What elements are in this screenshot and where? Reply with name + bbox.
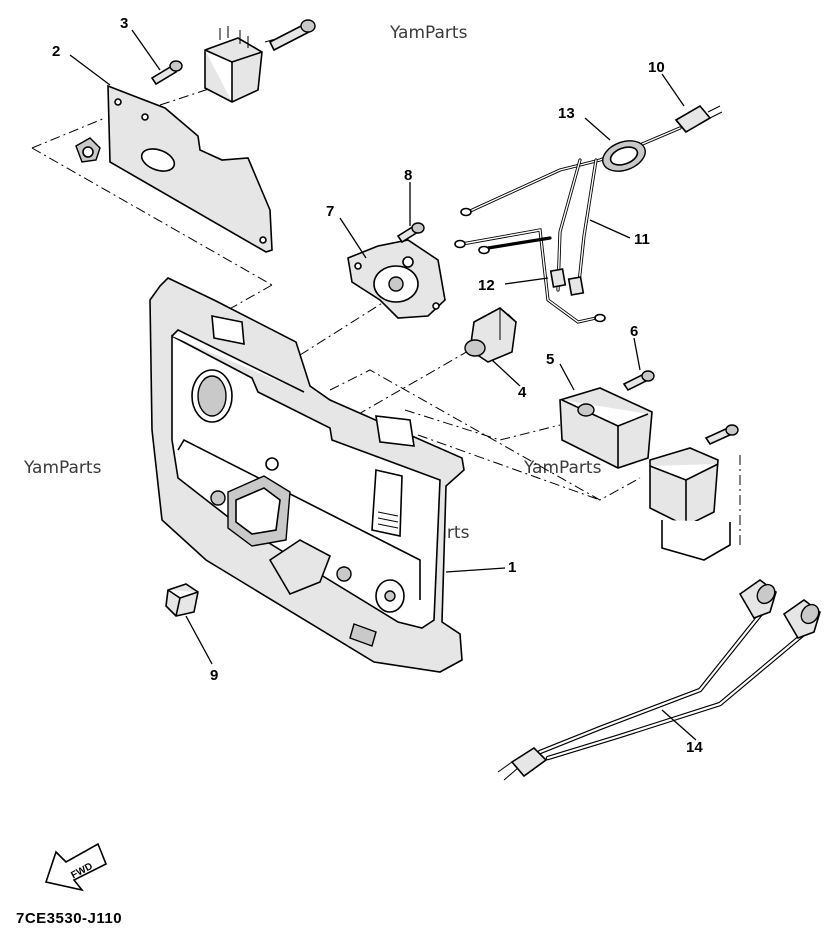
callout-9: 9 [210,667,218,684]
screw-part-6 [622,370,655,392]
watermark-right: YamParts [523,458,602,478]
front-panel-part-1 [149,277,465,673]
plug-part-9 [165,583,199,617]
callout-12: 12 [478,277,495,294]
callout-8: 8 [404,167,412,184]
callout-7: 7 [326,203,334,220]
callout-13: 13 [558,105,575,122]
spare-cover [649,424,739,561]
switch-part-4 [464,307,517,363]
assembly-guide-lines [31,31,741,545]
callout-10: 10 [648,59,665,76]
wire-harness-part-11 [454,126,682,324]
callout-2: 2 [52,43,60,60]
watermark-top: YamParts [389,23,468,43]
receptacle-block [204,19,316,103]
diagram-code: 7CE3530-J110 [16,910,122,927]
callout-6: 6 [630,323,638,340]
callout-3: 3 [120,15,128,32]
mounting-plate-part-2 [75,84,273,253]
connector-part-10 [674,104,723,134]
callout-1: 1 [508,559,516,576]
wire-grommet-part-13 [602,140,646,172]
screw-part-3 [150,60,183,86]
watermark-left: YamParts [23,458,102,478]
callout-numbers: 3 2 7 8 10 13 11 12 4 6 5 1 9 14 [52,15,703,756]
screw-part-8 [396,222,425,244]
callout-11: 11 [634,231,650,248]
forward-direction-arrow: FWD [44,842,108,892]
leader-lines [69,29,697,741]
cover-part-5 [559,387,653,469]
switch-bracket-part-7 [347,239,446,319]
callout-14: 14 [686,739,703,756]
cord-assembly-part-14 [497,579,821,781]
callout-4: 4 [518,384,527,401]
callout-5: 5 [546,351,554,368]
